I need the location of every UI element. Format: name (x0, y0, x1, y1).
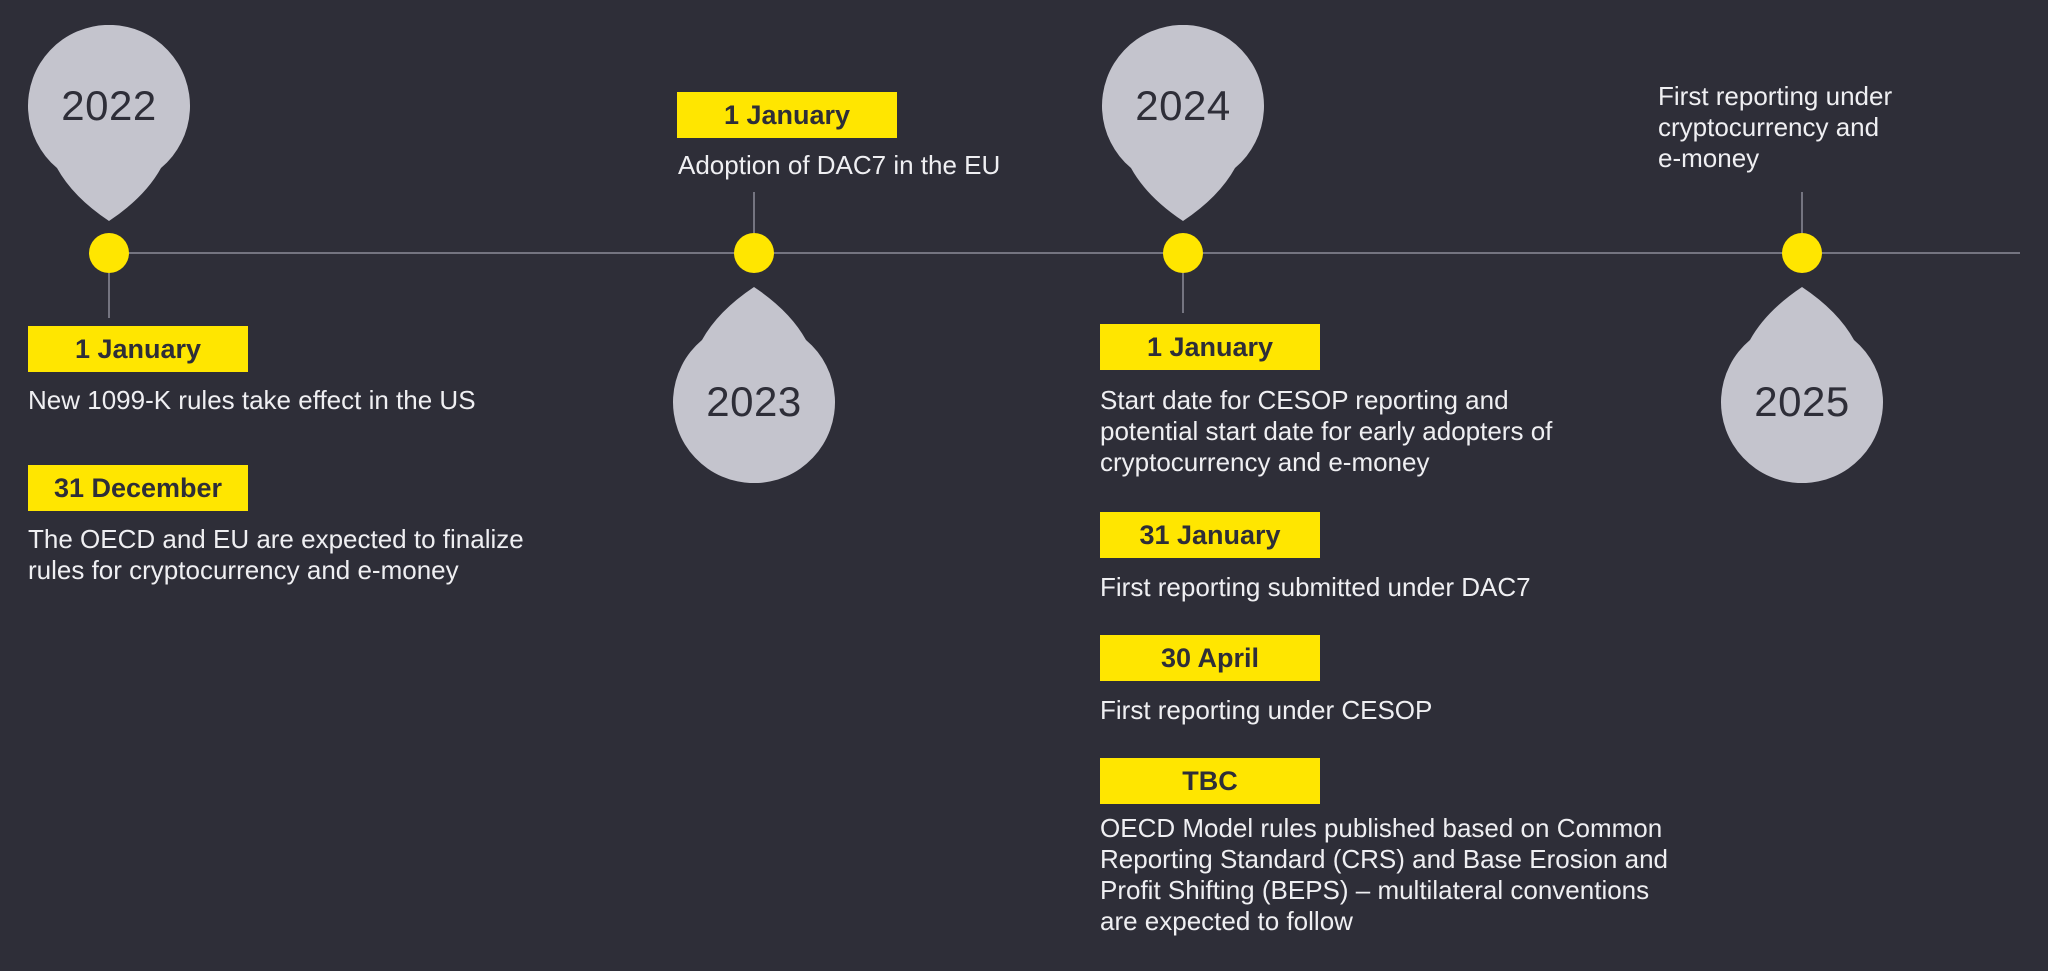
year-label-2025: 2025 (1754, 378, 1850, 425)
date-badge-2022-31-december: 31 December (28, 465, 248, 511)
date-badge-2024-tbc: TBC (1100, 758, 1320, 804)
balloon-marker-icon (28, 25, 190, 221)
teardrop-marker-icon (673, 287, 835, 483)
year-label-2024: 2024 (1135, 82, 1231, 129)
connector-line-2022 (108, 273, 110, 318)
year-marker-2024: 2024 (1102, 25, 1264, 221)
year-marker-2023: 2023 (673, 287, 835, 483)
year-label-2023: 2023 (706, 378, 802, 425)
date-badge-2022-1-january: 1 January (28, 326, 248, 372)
event-text-crypto-first-reporting: First reporting under cryptocurrency and… (1658, 81, 1893, 173)
connector-line-2023 (753, 192, 755, 233)
year-marker-2022: 2022 (28, 25, 190, 221)
event-text-oecd-eu-finalize: The OECD and EU are expected to finalize… (28, 524, 524, 585)
balloon-marker-icon (1102, 25, 1264, 221)
event-text-cesop-first-reporting: First reporting under CESOP (1100, 695, 1433, 725)
year-label-2022: 2022 (61, 82, 157, 129)
date-badge-2023-1-january: 1 January (677, 92, 897, 138)
connector-line-2025 (1801, 192, 1803, 233)
timeline-dot-2022 (89, 233, 129, 273)
date-badge-2024-30-april: 30 April (1100, 635, 1320, 681)
timeline-dot-2025 (1782, 233, 1822, 273)
teardrop-marker-icon (1721, 287, 1883, 483)
timeline-dot-2024 (1163, 233, 1203, 273)
event-text-dac7-adoption: Adoption of DAC7 in the EU (678, 150, 1001, 180)
event-text-1099k-rules: New 1099-K rules take effect in the US (28, 385, 476, 415)
timeline-axis (109, 252, 2020, 254)
event-text-oecd-model-rules: OECD Model rules published based on Comm… (1100, 813, 1668, 936)
date-badge-2024-1-january: 1 January (1100, 324, 1320, 370)
timeline-dot-2023 (734, 233, 774, 273)
year-marker-2025: 2025 (1721, 287, 1883, 483)
date-badge-2024-31-january: 31 January (1100, 512, 1320, 558)
event-text-dac7-first-reporting: First reporting submitted under DAC7 (1100, 572, 1531, 602)
event-text-cesop-start: Start date for CESOP reporting and poten… (1100, 385, 1553, 477)
connector-line-2024 (1182, 273, 1184, 313)
